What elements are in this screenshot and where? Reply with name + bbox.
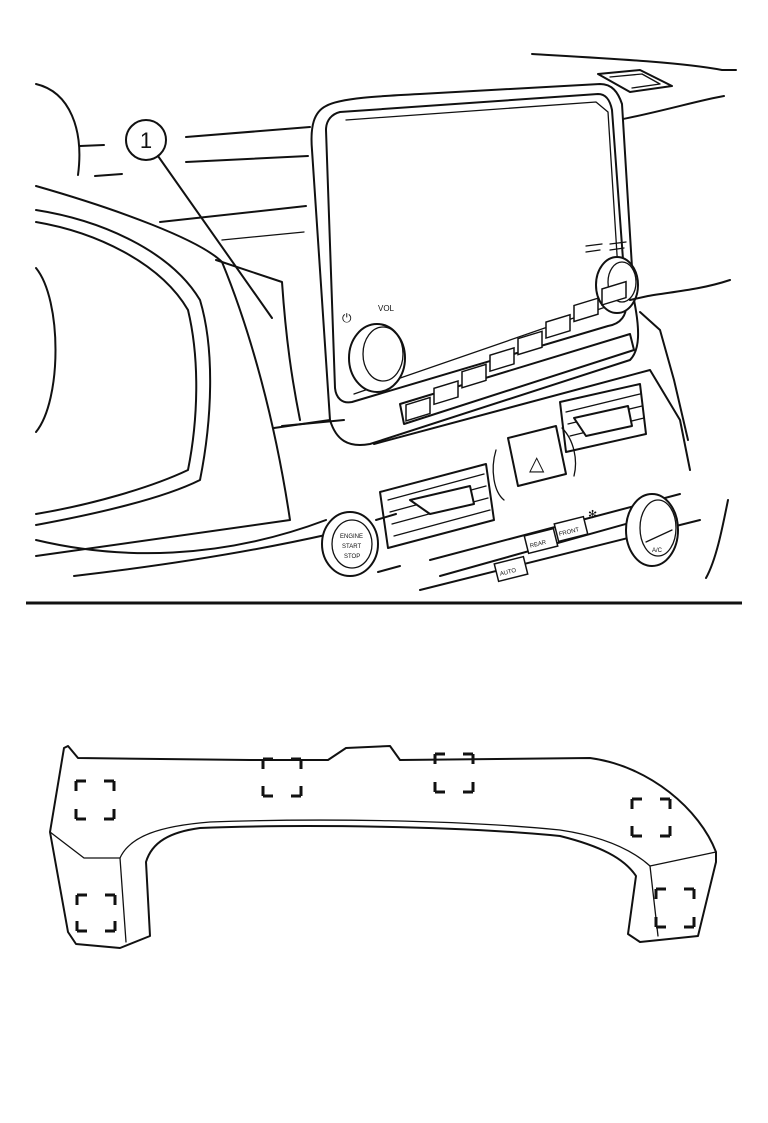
climate-button-auto[interactable] [493, 555, 529, 583]
dash-top-line-5 [221, 231, 305, 241]
climate-knob[interactable]: A/C [625, 493, 679, 567]
dash-top-line-1 [185, 126, 311, 138]
trim-panel-illustration [49, 745, 717, 949]
dash-top-line-4 [159, 205, 307, 223]
clip-marker [630, 797, 672, 838]
right-dash-edge [705, 499, 729, 579]
center-stack-outline [281, 369, 691, 471]
preset-button[interactable] [461, 363, 487, 389]
start-bezel-line [375, 513, 401, 573]
climate-button-rear[interactable] [523, 527, 559, 555]
hazard-icon: △ [529, 453, 545, 475]
cluster-hood-outer [35, 185, 291, 557]
trim-panel-inner-edge [119, 819, 717, 867]
power-icon: ⏻ [342, 311, 352, 325]
volume-label: VOL [378, 304, 395, 313]
left-air-vent [379, 463, 495, 549]
climate-label-front: FRONT [558, 527, 580, 538]
preset-button[interactable] [573, 297, 599, 323]
windshield-edge [531, 53, 737, 71]
climate-button-front[interactable] [553, 515, 589, 543]
hazard-surround-left [492, 449, 505, 501]
callout-leader [157, 155, 273, 319]
trim-panel-outline [49, 745, 717, 949]
preset-button[interactable] [517, 330, 543, 356]
dash-top-line-3 [94, 173, 123, 177]
ac-label: A/C [652, 548, 663, 554]
cluster-trim-panel [215, 259, 301, 421]
lower-dash-line-2 [73, 533, 331, 577]
preset-button[interactable] [489, 346, 515, 373]
defrost-vent [597, 69, 673, 93]
trim-panel-left-face [49, 831, 127, 943]
clip-marker [261, 757, 303, 798]
preset-button[interactable] [545, 313, 571, 340]
display-screen-inner [345, 101, 621, 395]
hazard-surround-right [561, 427, 577, 477]
cluster-hood-top [35, 209, 212, 526]
clip-marker [75, 893, 117, 933]
engine-label-2: START [342, 544, 361, 550]
clip-marker [74, 779, 116, 821]
defrost-vent-inner [609, 73, 661, 89]
cluster-hood-inner [35, 221, 198, 515]
hazard-button[interactable]: △ [507, 425, 567, 487]
steering-wheel-rim [35, 83, 81, 176]
clip-marker [654, 887, 696, 929]
volume-knob [348, 323, 406, 393]
lower-dash-line-1 [35, 519, 327, 555]
preset-button-row [399, 280, 635, 425]
preset-button[interactable] [601, 280, 627, 306]
climate-label-rear: REAR [529, 540, 547, 550]
callout-number: 1 [140, 128, 152, 153]
engine-start-stop-button[interactable]: ENGINE START STOP [321, 511, 379, 577]
center-stack-right [629, 279, 731, 301]
callout-1: 1 [125, 119, 273, 319]
fan-icon: ✻ [588, 509, 597, 521]
preset-button[interactable] [405, 396, 431, 422]
cluster-gauge-left [35, 267, 57, 433]
engine-label-1: ENGINE [340, 534, 363, 540]
center-stack-right-2 [639, 311, 689, 441]
right-air-vent [559, 383, 647, 453]
dashboard-illustration: VOL ⏻ [35, 53, 737, 591]
clip-marker [433, 752, 475, 794]
engine-label-3: STOP [344, 554, 360, 560]
preset-button[interactable] [433, 379, 459, 406]
steering-column-top [79, 144, 105, 147]
dash-upper-right [617, 95, 725, 121]
dash-top-line-2 [185, 155, 309, 163]
climate-label-auto: AUTO [499, 568, 517, 578]
climate-buttons [493, 515, 589, 583]
